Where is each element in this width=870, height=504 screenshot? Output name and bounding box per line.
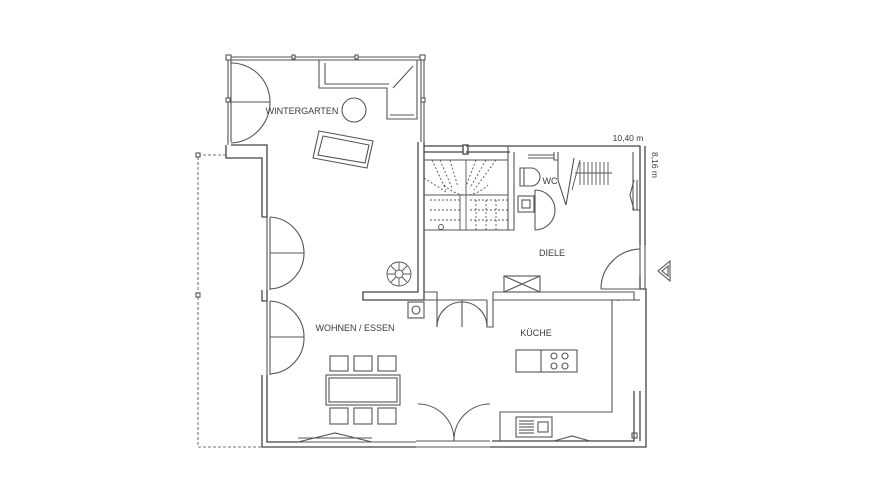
wintergarten-door-lower [230,101,271,144]
kitchen-counter [515,416,553,438]
staircase [423,159,508,231]
wintergarten-door-upper [230,62,271,103]
entrance-door [600,245,646,290]
wc-fixtures [517,154,556,231]
door-terrace-bottom [416,403,491,448]
fireplace [407,301,425,319]
wardrobe-rail [571,159,612,191]
terrace-post [195,152,201,158]
window-right-diele [629,179,638,211]
round-table-wintergarten [341,97,367,123]
room-label-wohnen-essen: WOHNEN / ESSEN [315,323,394,333]
plant [386,261,412,287]
wintergarten-walls [225,54,426,145]
lounge-chair [312,130,374,169]
door-living-2 [266,300,305,375]
room-label-wc: WC [543,176,558,186]
storage-box-diele [503,275,541,293]
interior-walls [424,146,640,441]
room-label-diele: DIELE [539,248,565,258]
terrace-post [195,292,201,298]
terrace-outline [197,154,262,448]
dimension-depth: 8,16 m [650,152,660,178]
window-bottom-kitchen [553,435,591,442]
door-living-1 [266,216,305,290]
kitchen-island [515,349,578,373]
dimension-width: 10,40 m [613,133,644,143]
column-corner [631,432,638,439]
door-living-diele [436,299,488,328]
room-label-wintergarten: WINTERGARTEN [266,106,339,116]
dining-chairs [329,355,397,425]
room-label-kueche: KÜCHE [520,328,552,338]
sofa-wintergarten [318,60,418,120]
dining-table [325,374,401,406]
entrance-arrow-icon [657,259,671,283]
window-bottom-living [297,432,373,443]
exterior-walls [225,142,647,448]
